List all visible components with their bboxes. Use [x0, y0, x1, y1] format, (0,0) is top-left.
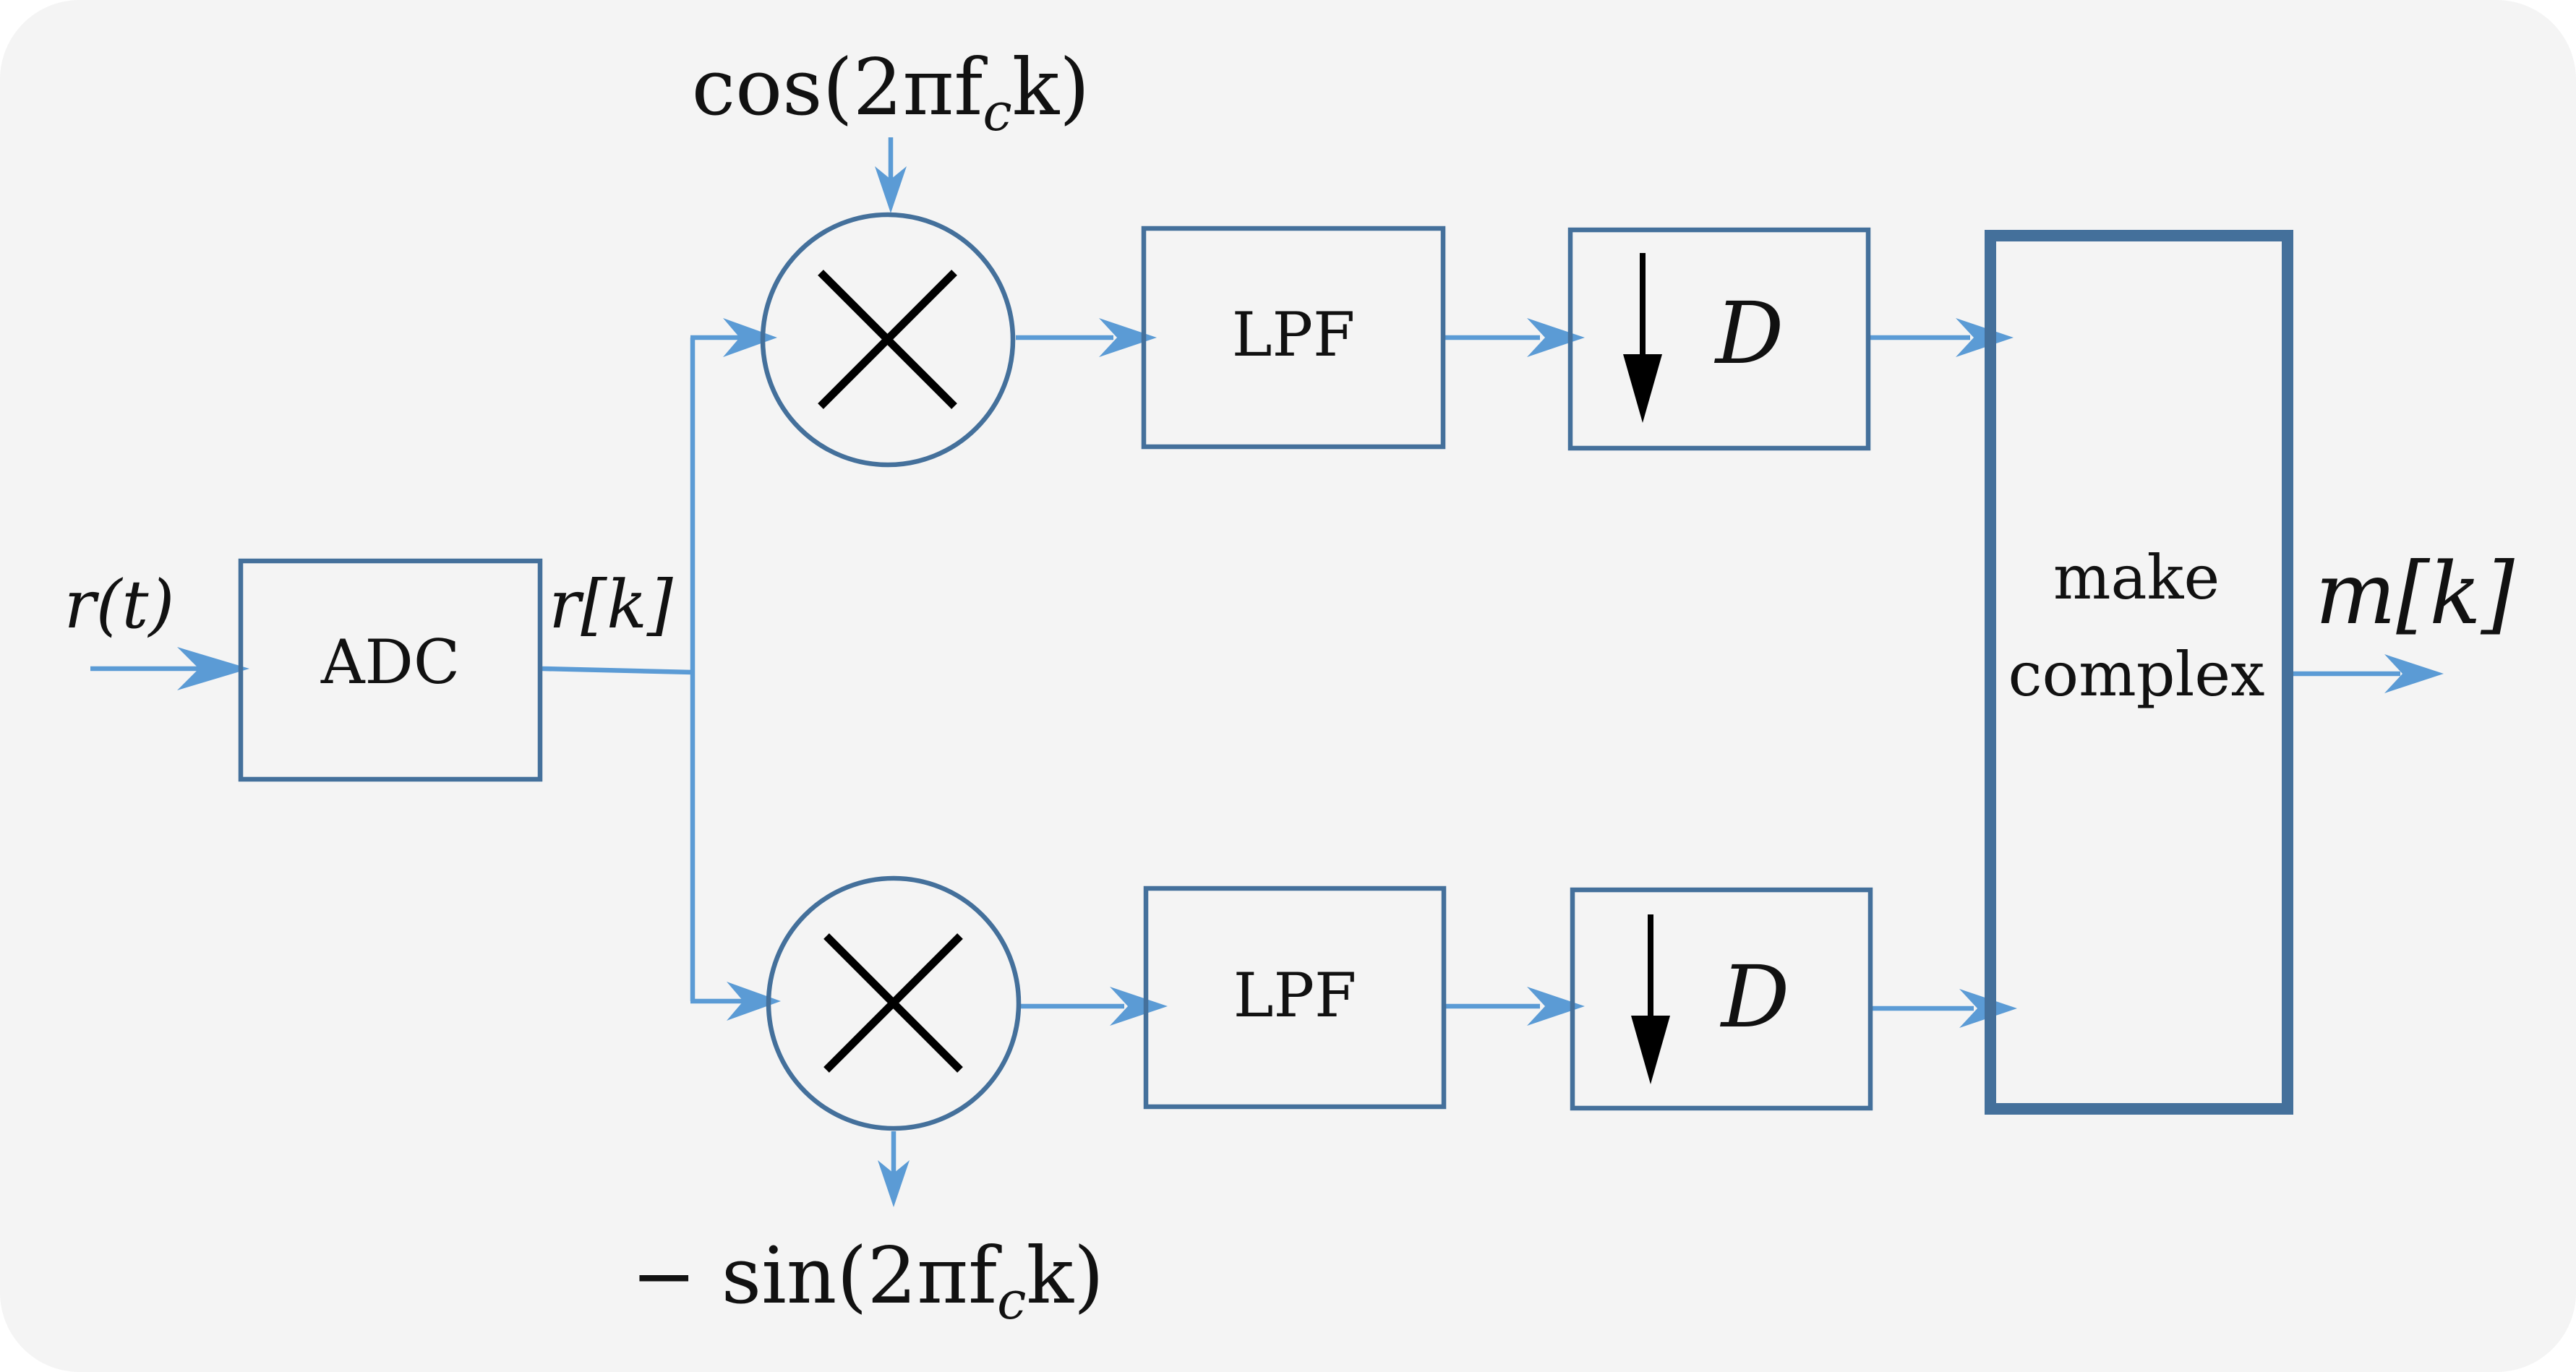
cos-oscillator-label: cos(2πfck) — [692, 43, 1090, 142]
make-complex-label-line2: complex — [2008, 639, 2265, 710]
sin-oscillator-label-sub: c — [997, 1270, 1026, 1331]
top-lpf-label: LPF — [1232, 299, 1356, 370]
arrow-right-icon — [2384, 654, 2444, 693]
cos-oscillator-label-sub: c — [983, 82, 1011, 142]
output-wire — [2293, 654, 2444, 693]
top-lpf-to-decimator-wire — [1444, 318, 1585, 357]
multiply-cross-icon — [818, 270, 957, 409]
split-to-bottom-mixer-wire — [690, 982, 781, 1021]
bottom-mixer-to-lpf-wire — [1021, 987, 1168, 1026]
sin-oscillator-label-tail: k) — [1026, 1231, 1104, 1321]
arrow-right-icon — [727, 982, 781, 1021]
adc-block: ADC — [238, 558, 543, 782]
top-mixer — [760, 212, 1016, 468]
arrow-down-icon — [875, 166, 907, 213]
top-lpf-block: LPF — [1141, 226, 1446, 450]
arrow-right-icon — [1527, 318, 1585, 357]
bottom-mixer — [766, 875, 1022, 1131]
sin-oscillator-label-main: − sin(2πf — [631, 1231, 1002, 1321]
top-decimator-block: D — [1567, 227, 1871, 451]
input-wire — [90, 647, 249, 690]
down-arrow-icon — [1631, 914, 1670, 1084]
sin-oscillator-label: − sin(2πfck) — [631, 1231, 1104, 1331]
bottom-lpf-to-decimator-wire — [1444, 987, 1585, 1026]
adc-label: ADC — [320, 627, 460, 698]
arrow-right-icon — [1527, 987, 1585, 1026]
bottom-decimator-block: D — [1570, 887, 1873, 1111]
arrow-down-icon — [878, 1160, 910, 1207]
make-complex-block: make complex — [1985, 230, 2293, 1115]
input-signal-label: r(t) — [64, 566, 175, 643]
bottom-lpf-label: LPF — [1233, 960, 1357, 1031]
output-signal-label: m[k] — [2315, 544, 2515, 643]
bottom-decimator-label: D — [1720, 947, 1790, 1047]
cos-oscillator-label-main: cos(2πf — [692, 43, 988, 133]
sampled-signal-label: r[k] — [549, 566, 673, 643]
split-to-top-mixer-wire — [690, 318, 777, 357]
down-arrow-icon — [1623, 253, 1662, 423]
sin-oscillator-wire — [878, 1131, 910, 1207]
arrow-right-icon — [177, 647, 249, 690]
cos-oscillator-label-tail: k) — [1012, 43, 1090, 133]
arrow-right-icon — [1110, 987, 1168, 1026]
top-mixer-to-lpf-wire — [1016, 318, 1157, 357]
multiply-cross-icon — [823, 933, 963, 1073]
make-complex-label-line1: make — [2053, 542, 2220, 613]
arrow-right-icon — [1099, 318, 1157, 357]
adc-output-wire — [542, 666, 693, 675]
bottom-lpf-block: LPF — [1143, 886, 1447, 1110]
arrow-right-icon — [723, 318, 777, 357]
cos-oscillator-wire — [875, 137, 907, 213]
top-decimator-label: D — [1714, 283, 1784, 383]
